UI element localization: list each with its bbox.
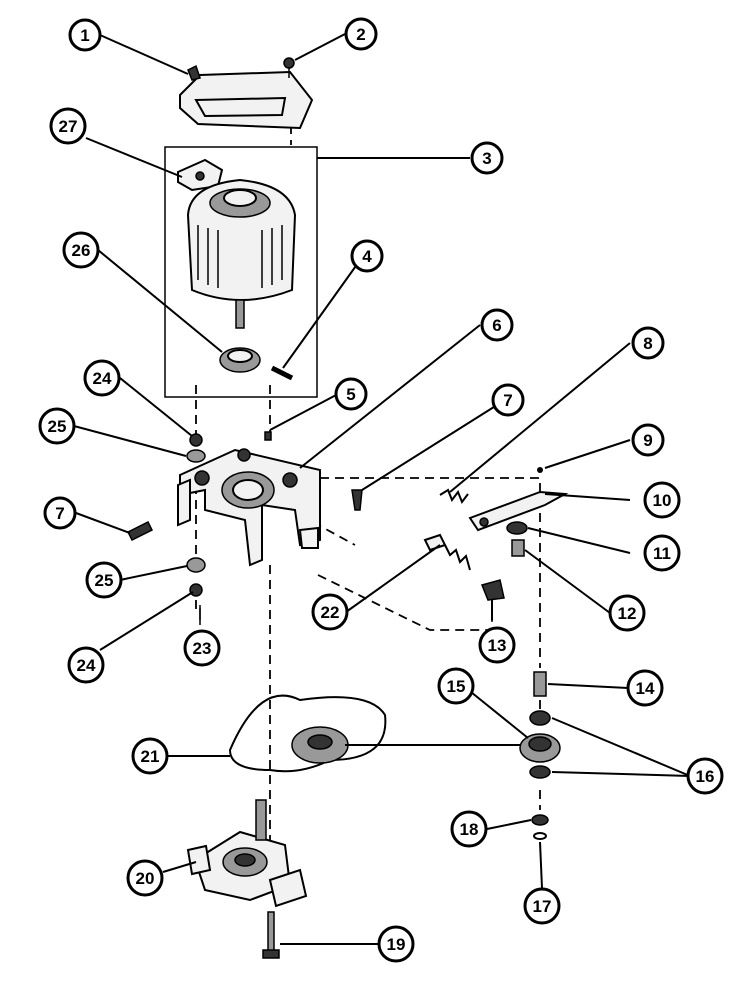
- callout-label: 20: [136, 869, 155, 888]
- callout-24-lower: 24: [67, 646, 105, 684]
- part-washer-16-lower: [529, 765, 551, 779]
- callout-label: 7: [503, 391, 512, 410]
- callout-label: 2: [356, 25, 365, 44]
- part-motor-mount: [177, 448, 321, 567]
- callout-label: 25: [48, 417, 67, 436]
- callout-label: 10: [653, 491, 672, 510]
- part-screw-2: [283, 57, 295, 78]
- part-pin-5: [264, 431, 272, 441]
- part-belt: [228, 694, 387, 773]
- callout-16: 16: [686, 757, 724, 795]
- part-motor: [186, 178, 297, 329]
- part-grommet-lower: [186, 557, 206, 620]
- callout-24-upper: 24: [83, 359, 121, 397]
- callout-5: 5: [334, 377, 368, 411]
- part-screw-left: [126, 520, 154, 542]
- callout-label: 16: [696, 767, 715, 786]
- motor-assembly-frame: [164, 146, 318, 398]
- callout-label: 24: [77, 656, 96, 675]
- callout-9: 9: [631, 423, 665, 457]
- part-cover: [179, 64, 314, 130]
- callout-14: 14: [626, 669, 664, 707]
- callout-23: 23: [183, 629, 221, 667]
- part-screw-right: [351, 489, 363, 511]
- part-motor-pulley: [219, 347, 261, 373]
- callout-label: 9: [643, 431, 652, 450]
- callout-label: 18: [460, 820, 479, 839]
- callout-1: 1: [68, 18, 102, 52]
- callout-label: 21: [141, 747, 160, 766]
- callout-27: 27: [49, 107, 87, 145]
- part-washer-16-upper: [529, 710, 551, 726]
- callout-22: 22: [311, 593, 349, 631]
- part-bolt: [262, 911, 280, 959]
- callout-7-right: 7: [491, 383, 525, 417]
- callout-10: 10: [643, 481, 681, 519]
- callout-20: 20: [126, 859, 164, 897]
- callout-label: 3: [482, 149, 491, 168]
- callout-label: 14: [636, 679, 655, 698]
- callout-label: 17: [533, 897, 552, 916]
- part-washer-18: [531, 814, 549, 826]
- callout-label: 11: [653, 544, 671, 563]
- callout-label: 6: [492, 316, 501, 335]
- part-pivot: [511, 539, 525, 557]
- part-grommet-upper: [186, 433, 206, 463]
- callout-2: 2: [344, 17, 378, 51]
- callout-label: 7: [55, 504, 64, 523]
- callout-label: 23: [193, 639, 212, 658]
- callout-label: 25: [95, 571, 114, 590]
- part-spring-lower: [423, 533, 471, 571]
- part-washer-11: [506, 521, 528, 535]
- callout-15: 15: [437, 667, 475, 705]
- part-clip: [480, 579, 505, 601]
- callout-3: 3: [470, 141, 504, 175]
- callout-12: 12: [608, 594, 646, 632]
- callout-6: 6: [480, 308, 514, 342]
- callout-11: 11: [643, 534, 681, 572]
- leader-lines: [73, 33, 691, 945]
- callout-label: 22: [321, 603, 340, 622]
- part-idler-shaft: [533, 671, 547, 697]
- callout-21: 21: [131, 737, 169, 775]
- callout-18: 18: [450, 810, 488, 848]
- part-pump: [186, 799, 308, 908]
- callout-label: 12: [618, 604, 637, 623]
- part-clip-17: [533, 832, 547, 840]
- callout-label: 13: [488, 636, 507, 655]
- part-small-ball: [537, 467, 543, 473]
- callout-label: 8: [643, 334, 652, 353]
- part-lever: [468, 490, 569, 532]
- callout-label: 27: [59, 117, 78, 136]
- callout-label: 5: [346, 385, 355, 404]
- part-idler-pulley: [519, 733, 561, 763]
- callout-4: 4: [350, 239, 384, 273]
- callout-13: 13: [478, 626, 516, 664]
- callout-7-left: 7: [43, 496, 77, 530]
- callout-label: 1: [80, 26, 89, 45]
- callout-26: 26: [62, 231, 100, 269]
- callout-label: 4: [362, 247, 372, 266]
- callout-label: 15: [447, 677, 466, 696]
- callout-19: 19: [377, 925, 415, 963]
- callout-label: 26: [72, 241, 91, 260]
- callout-25-upper: 25: [38, 407, 76, 445]
- part-spring-upper: [439, 488, 469, 505]
- part-switch: [177, 158, 224, 192]
- callout-8: 8: [631, 326, 665, 360]
- callout-17: 17: [523, 887, 561, 925]
- callout-label: 24: [93, 369, 112, 388]
- callout-25-lower: 25: [85, 561, 123, 599]
- part-key: [270, 365, 294, 381]
- callout-label: 19: [387, 935, 406, 954]
